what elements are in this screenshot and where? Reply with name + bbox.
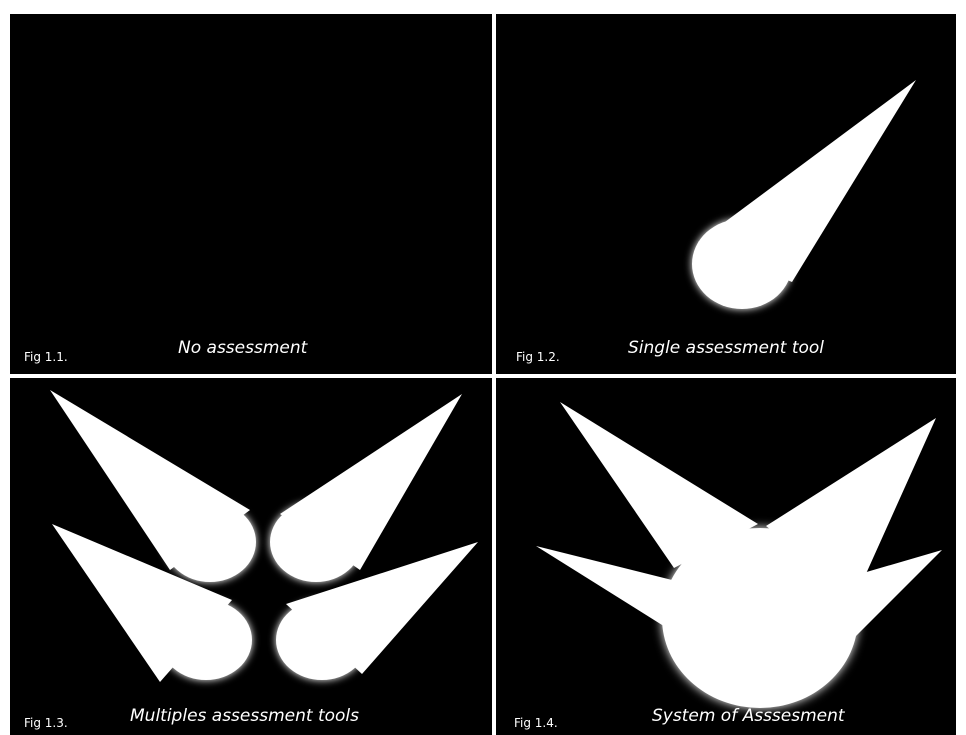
light-source	[276, 600, 368, 680]
spotlight-diagram	[10, 378, 492, 735]
light-source	[662, 528, 858, 708]
caption: No assessment	[178, 338, 307, 358]
caption: Single assessment tool	[628, 338, 824, 358]
spotlight-diagram	[496, 14, 956, 374]
panel-single-assessment-tool: Fig 1.2. Single assessment tool	[496, 14, 956, 374]
panel-multiple-assessment-tools: Fig 1.3. Multiples assessment tools	[10, 378, 492, 735]
light-source	[270, 502, 362, 582]
panel-system-of-assessment: Fig 1.4. System of Asssesment	[496, 378, 956, 735]
caption: System of Asssesment	[652, 706, 845, 726]
figure-label: Fig 1.4.	[514, 716, 558, 730]
caption: Multiples assessment tools	[130, 706, 359, 726]
figure-label: Fig 1.2.	[516, 350, 560, 364]
light-source	[164, 502, 256, 582]
figure-label: Fig 1.1.	[24, 350, 68, 364]
panel-no-assessment: Fig 1.1. No assessment	[10, 14, 492, 374]
figure-label: Fig 1.3.	[24, 716, 68, 730]
light-source	[692, 219, 792, 309]
spotlight-diagram	[496, 378, 956, 735]
light-source	[160, 600, 252, 680]
